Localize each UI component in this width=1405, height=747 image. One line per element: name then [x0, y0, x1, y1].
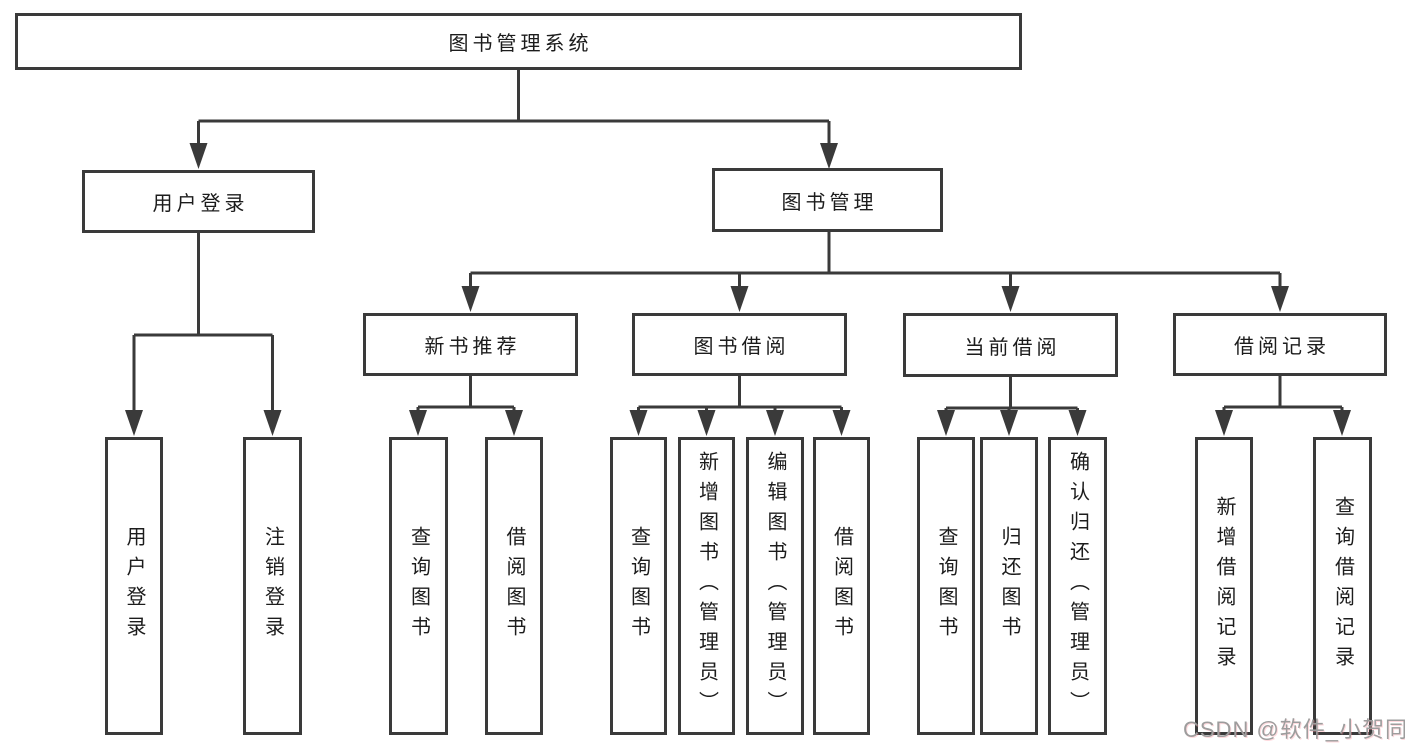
- leaf-confirm-return-admin: 确认归还（管理员）: [1048, 437, 1107, 735]
- node-label: 新增借阅记录: [1213, 496, 1235, 676]
- node-book-borrowing: 图书借阅: [632, 313, 847, 376]
- node-label: 查询图书: [627, 526, 650, 646]
- node-label: 新增图书（管理员）: [695, 451, 718, 721]
- leaf-borrow-books-recommend: 借阅图书: [485, 437, 543, 735]
- node-label: 归还图书: [998, 526, 1020, 646]
- node-label: 用户登录: [152, 193, 249, 215]
- node-label: 当前借阅: [964, 336, 1061, 359]
- node-label: 查询图书: [935, 526, 957, 646]
- leaf-user-login: 用户登录: [105, 437, 163, 735]
- node-label: 图书管理: [781, 191, 878, 214]
- leaf-logout: 注销登录: [243, 437, 302, 735]
- node-label: 查询图书: [407, 526, 430, 646]
- node-label: 编辑图书（管理员）: [764, 451, 786, 721]
- node-user-login: 用户登录: [82, 170, 315, 233]
- node-label: 借阅图书: [830, 526, 853, 646]
- node-label: 图书管理系统: [448, 33, 593, 55]
- node-label: 借阅图书: [503, 526, 525, 646]
- leaf-query-borrow-record: 查询借阅记录: [1313, 437, 1372, 735]
- node-library-management-system: 图书管理系统: [15, 13, 1022, 70]
- node-label: 查询借阅记录: [1331, 496, 1354, 676]
- leaf-borrow-books-borrowing: 借阅图书: [813, 437, 870, 735]
- node-current-borrowing: 当前借阅: [903, 313, 1118, 377]
- leaf-return-books: 归还图书: [980, 437, 1038, 735]
- node-label: 用户登录: [123, 526, 145, 646]
- node-label: 确认归还（管理员）: [1066, 451, 1089, 721]
- node-label: 新书推荐: [424, 336, 521, 358]
- leaf-add-borrow-record: 新增借阅记录: [1195, 437, 1253, 735]
- node-new-book-recommend: 新书推荐: [363, 313, 578, 376]
- leaf-add-books-admin: 新增图书（管理员）: [678, 437, 735, 735]
- node-book-management: 图书管理: [712, 168, 943, 232]
- leaf-edit-books-admin: 编辑图书（管理员）: [746, 437, 804, 735]
- node-label: 注销登录: [261, 526, 284, 646]
- leaf-query-books-borrowing: 查询图书: [610, 437, 667, 735]
- node-label: 借阅记录: [1234, 336, 1330, 358]
- node-label: 图书借阅: [693, 336, 790, 358]
- leaf-query-books-recommend: 查询图书: [389, 437, 448, 735]
- leaf-query-books-current: 查询图书: [917, 437, 975, 735]
- arrowheads: [125, 143, 1351, 436]
- node-borrow-records: 借阅记录: [1173, 313, 1387, 376]
